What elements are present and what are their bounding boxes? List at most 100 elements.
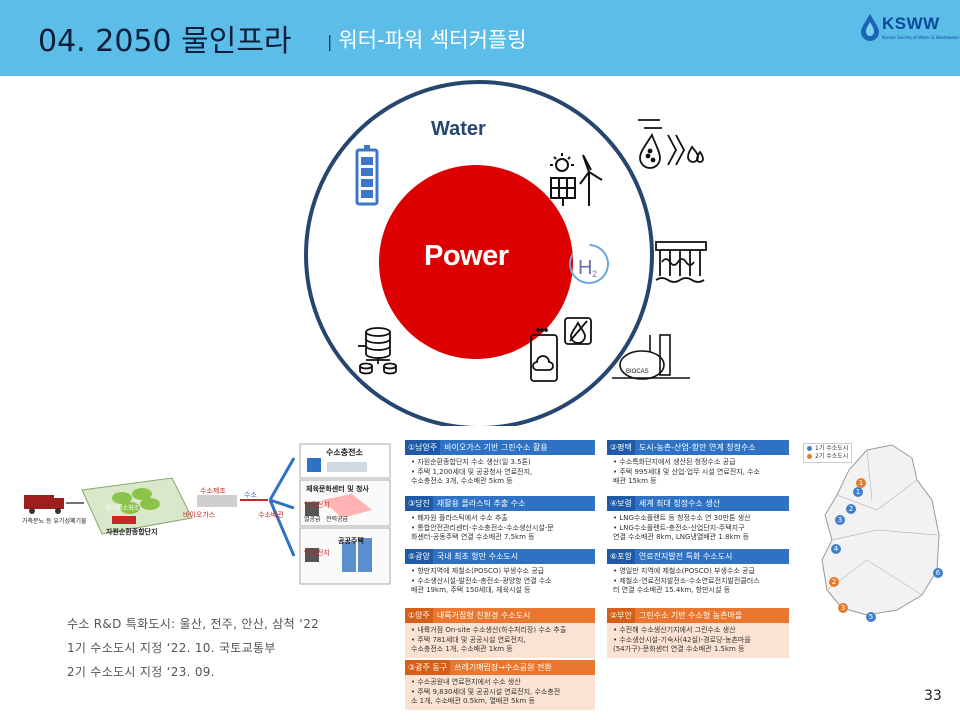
- city-card-title: 그린수소 기반 수소형 농촌마을: [638, 611, 743, 620]
- public-housing-image: [299, 527, 391, 585]
- city-card-number: ④보령: [607, 496, 635, 511]
- power-label: Power: [424, 240, 509, 272]
- city-card-title: 재활용 플라스틱 추출 수소: [436, 499, 526, 508]
- city-card-body: • LNG수소플랜트 등 청정수소 연 30만톤 생산• LNG수소플랜트-충전…: [607, 511, 789, 546]
- flow-fuelcell-label: 연료전지: [304, 501, 330, 509]
- legend-orange-dot: [807, 454, 812, 459]
- svg-text:H: H: [578, 257, 592, 279]
- hydrogen-flow-diagram: [22, 438, 400, 588]
- map-marker: 2: [846, 504, 856, 514]
- city-card-line: 수소충전소 1개, 수소배관 1km 등: [411, 645, 513, 653]
- city-card-line: • 제철소-연료전지발전소-수소연료전지발전클러스: [613, 576, 760, 585]
- city-card-number: ②평택: [607, 440, 635, 455]
- truck-icon: [24, 495, 64, 514]
- city-card-line: 화센터-공동주택 연결 수소배관 7.5km 등: [411, 533, 535, 541]
- svg-text:2: 2: [592, 269, 597, 279]
- water-label: Water: [431, 118, 486, 140]
- city-card-body: • 자원순환종합단지 수소 생산(일 3.5톤)• 주택 1,200세대 및 공…: [405, 455, 595, 490]
- city-card-line: • 주택 995세대 및 산업·업무 시설 연료전지, 수소: [613, 467, 760, 476]
- water-drop-logo-icon: [861, 14, 879, 41]
- note-line: 수소 R&D 특화도시: 울산, 전주, 안산, 삼척 ‘22: [67, 617, 320, 631]
- header-bar: 04. 2050 물인프라 |워터-파워 섹터커플링 KSWW Korean S…: [0, 0, 960, 76]
- subtitle-text: 워터-파워 섹터커플링: [338, 28, 527, 52]
- city-card-title: 연료전지발전 특화 수소도시: [638, 552, 733, 561]
- map-marker: 1: [853, 487, 863, 497]
- city-card-body: • 영일만 지역에 제철소(POSCO) 부생수소 공급• 제철소-연료전지발전…: [607, 564, 789, 599]
- city-card-line: 소 1개, 수소배관 0.5km, 열배관 5km 등: [411, 697, 535, 705]
- water-purification-icon: [638, 119, 704, 169]
- kswww-logo: KSWW Korean Society of Water & Wastewate…: [858, 12, 959, 56]
- flow-biogas-label: 바이오가스: [183, 511, 216, 519]
- city-card-line: (54가구)-문화센터 연결 수소배관 1.5km 등: [613, 645, 745, 653]
- city-card-line: • 수소공원내 연료전지에서 수소 생산: [411, 678, 521, 686]
- city-card-line: • 수소생산시설-기숙사(42실)-경로당-농촌마을: [613, 635, 751, 644]
- city-card-title: 쓰레기매립장→수소공원 전환: [454, 663, 552, 672]
- city-card-line: • 수소생산시설-발전소-충전소-광양항 연결 수소: [411, 576, 552, 585]
- city-card-line: • 자원순환종합단지 수소 생산(일 3.5톤): [411, 458, 531, 466]
- legend-label: 1기 수소도시: [815, 445, 849, 452]
- map-marker: 5: [866, 612, 876, 622]
- city-card-line: • 통합안전관리센터-수소충전소-수소생산시설-문: [411, 523, 554, 532]
- flow-station-label: 수소충전소: [326, 448, 363, 457]
- legend-blue-dot: [807, 446, 812, 451]
- flow-fuelcell2-label: 연료전지: [304, 549, 330, 557]
- hydrogen-station-image: [299, 443, 391, 479]
- city-card-line: 배관 19km, 주택 150세대, 체육시설 등: [411, 586, 531, 594]
- map-marker: 1: [856, 478, 866, 488]
- city-card-line: • 수전해 수소생산기지에서 그린수소 생산: [613, 626, 736, 634]
- note-line: 2기 수소도시 지정 ‘23. 09.: [67, 665, 215, 679]
- city-card-line: 연결 수소배관 8km, LNG냉열배관 1.8km 등: [613, 533, 750, 541]
- city-card-number: ②부안: [607, 608, 635, 623]
- map-marker: 4: [831, 544, 841, 554]
- page-title: 04. 2050 물인프라: [38, 24, 292, 59]
- city-card-number: ①남양주: [405, 440, 441, 455]
- city-card-line: • LNG수소플랜트 등 청정수소 연 30만톤 생산: [613, 514, 751, 522]
- city-card-line: 배관 15km 등: [613, 477, 657, 485]
- city-card-line: • 주택 1,200세대 및 공공청사 연료전지,: [411, 467, 533, 476]
- flow-heat-label: 열공급: [304, 516, 321, 523]
- flow-power-label: 전력공급: [326, 516, 349, 523]
- map-marker: 6: [933, 568, 943, 578]
- page-subtitle: |워터-파워 섹터커플링: [327, 28, 527, 52]
- city-card-line: • 주택 9,830세대 및 공공시설 연료전지, 수소충전: [411, 687, 561, 696]
- city-card-title: 바이오가스 기반 그린수소 활용: [444, 443, 548, 452]
- battery-icon: [355, 145, 379, 206]
- city-card-line: • 주택 781세대 및 공공시설 연료전지,: [411, 635, 526, 644]
- flow-refine-label: 수소제조: [200, 487, 226, 495]
- city-card-title: 도시-농촌-산업-항만 연계 청정수소: [638, 443, 756, 452]
- city-card-title: 세계 최대 청정수소 생산: [638, 499, 721, 508]
- water-power-diagram: H 2 BIOCAS: [304, 80, 707, 426]
- database-server-icon: [358, 327, 397, 375]
- city-card-body: • 내륙거점 On-site 수소생산(하수처리장) 수소 추출• 주택 781…: [405, 623, 595, 658]
- map-marker: 3: [838, 603, 848, 613]
- city-card-line: • 수소특화단지에서 생산된 청정수소 공급: [613, 458, 736, 466]
- biogas-plant-icon: BIOCAS: [612, 334, 690, 380]
- flow-pipe-label: 수소배관: [258, 511, 284, 519]
- map-marker: 2: [829, 577, 839, 587]
- city-card-body: • 수소공원내 연료전지에서 수소 생산• 주택 9,830세대 및 공공시설 …: [405, 675, 595, 710]
- city-card-number: ⑤광양: [405, 549, 433, 564]
- flow-culture-label: 체육문화센터 및 청사: [306, 485, 369, 493]
- notes-block: 수소 R&D 특화도시: 울산, 전주, 안산, 삼척 ‘22 1기 수소도시 …: [67, 617, 319, 689]
- city-card-line: • LNG수소플랜트-충전소-산업단지-주택지구: [613, 523, 745, 532]
- flow-input-label: 가축분뇨 등 유기성폐기물: [22, 518, 87, 525]
- legend-item-2: 2기 수소도시: [807, 453, 848, 461]
- city-card-line: • 폐자원 플라스틱에서 수소 추출: [411, 514, 508, 522]
- smart-monitoring-icon: [530, 317, 592, 382]
- map-marker: 3: [835, 515, 845, 525]
- city-card-title: 국내 최초 항만 수소도시: [436, 552, 519, 561]
